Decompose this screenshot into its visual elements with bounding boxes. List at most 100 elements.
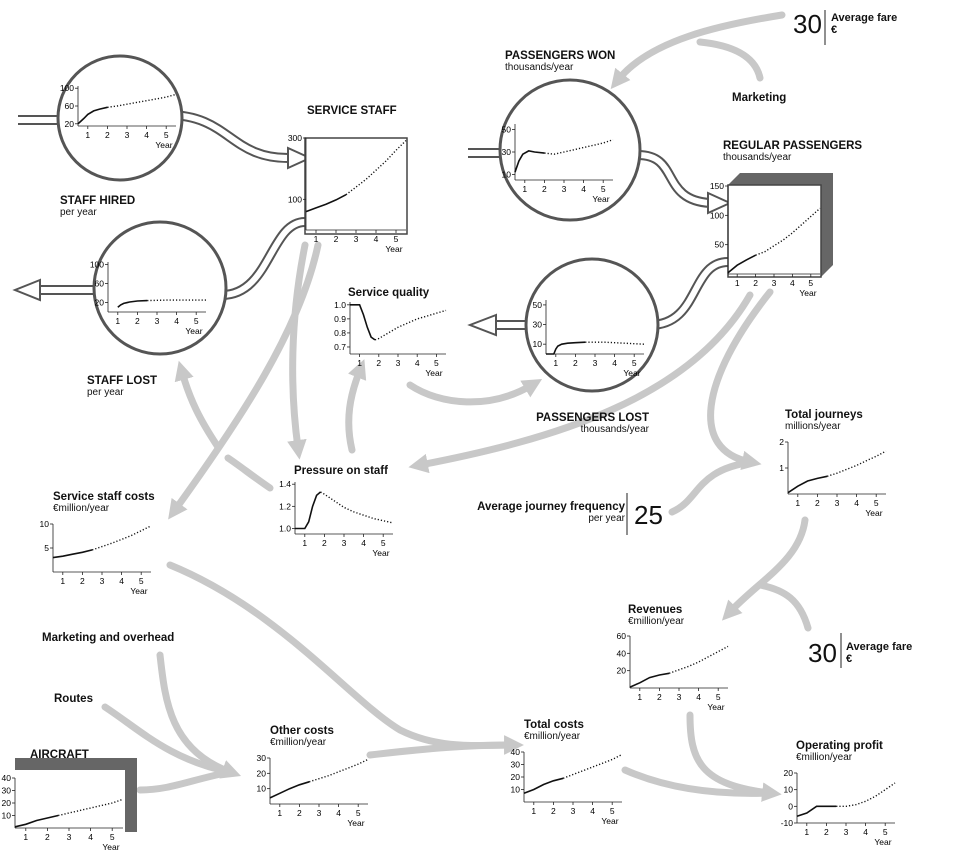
- series-line-projected: [836, 782, 896, 807]
- label-journey-frequency: Average journey frequency per year: [477, 501, 625, 524]
- arrow-journeys-to-revenues: [721, 516, 809, 621]
- y-tick-label: 60: [617, 631, 627, 641]
- value-average-fare-bottom: 30: [808, 638, 837, 668]
- x-axis-label: Year: [155, 140, 172, 150]
- series-line-actual: [796, 805, 837, 818]
- pipe-staff-out: [12, 217, 306, 302]
- x-tick-label: 1: [357, 358, 362, 368]
- x-tick-label: 2: [376, 358, 381, 368]
- series-line-actual: [727, 254, 756, 274]
- y-tick-label: 0.7: [334, 342, 346, 352]
- x-tick-label: 1: [804, 827, 809, 837]
- x-tick-label: 4: [863, 827, 868, 837]
- y-tick-label: 100: [288, 194, 302, 204]
- label-marketing: Marketing: [732, 92, 787, 104]
- label-staff-lost: STAFF LOST per year: [87, 375, 158, 398]
- y-tick-label: 20: [257, 768, 267, 778]
- x-tick-label: 1: [553, 358, 558, 368]
- arrow-marketing-to-passengers-won: [696, 38, 764, 82]
- arrow-aircraft-to-other: [136, 768, 234, 794]
- x-tick-label: 4: [119, 576, 124, 586]
- x-tick-label: 2: [573, 358, 578, 368]
- y-tick-label: 100: [710, 210, 724, 220]
- x-tick-label: 5: [194, 316, 199, 326]
- arrow-regular-to-journeys: [707, 288, 774, 471]
- x-axis-label: Year: [372, 548, 389, 558]
- x-tick-label: 3: [571, 806, 576, 816]
- label-service-quality: Service quality: [348, 287, 430, 299]
- arrow-pressure-to-staff-lost: [174, 360, 222, 451]
- arrow-revenues-to-profit: [686, 711, 782, 802]
- y-tick-label: 20: [511, 772, 521, 782]
- x-tick-label: 2: [322, 538, 327, 548]
- y-tick-label: 10: [502, 169, 512, 179]
- y-tick-label: 10: [784, 785, 794, 795]
- y-tick-label: 40: [511, 747, 521, 757]
- arrow-staff-costs-to-total: [166, 561, 524, 755]
- series-line-projected: [107, 93, 177, 108]
- x-tick-label: 4: [374, 234, 379, 244]
- x-tick-label: 3: [317, 808, 322, 818]
- x-tick-label: 4: [174, 316, 179, 326]
- series-line-actual: [514, 150, 545, 173]
- label-aircraft: AIRCRAFT: [30, 749, 89, 761]
- label-marketing-overhead: Marketing and overhead: [42, 632, 175, 644]
- series-line-actual: [52, 549, 93, 559]
- series-line-projected: [147, 299, 206, 302]
- y-tick-label: 0: [788, 801, 793, 811]
- x-tick-label: 5: [883, 827, 888, 837]
- x-tick-label: 4: [144, 130, 149, 140]
- y-tick-label: 10: [2, 811, 12, 821]
- x-tick-label: 2: [297, 808, 302, 818]
- x-tick-label: 3: [396, 358, 401, 368]
- arrow-staff-to-pressure: [287, 241, 309, 460]
- y-tick-label: 30: [533, 320, 543, 330]
- y-tick-label: 50: [533, 300, 543, 310]
- stock-service-staff: [304, 137, 408, 235]
- valve-staff-hired: [56, 54, 184, 182]
- y-tick-label: 30: [2, 786, 12, 796]
- y-tick-label: 1.0: [334, 300, 346, 310]
- x-tick-label: 5: [164, 130, 169, 140]
- series-line-projected: [544, 139, 614, 155]
- x-tick-label: 2: [815, 498, 820, 508]
- y-tick-label: 10: [40, 519, 50, 529]
- x-tick-label: 3: [844, 827, 849, 837]
- x-tick-label: 5: [632, 358, 637, 368]
- x-tick-label: 2: [753, 278, 758, 288]
- y-tick-label: 1.4: [279, 479, 291, 489]
- x-tick-label: 2: [135, 316, 140, 326]
- series-line-actual: [787, 475, 828, 494]
- x-tick-label: 3: [155, 316, 160, 326]
- y-tick-label: 1.2: [279, 501, 291, 511]
- series-line-projected: [668, 645, 729, 674]
- series-line-projected: [345, 140, 407, 196]
- series-line-projected: [91, 525, 152, 551]
- x-tick-label: 1: [795, 498, 800, 508]
- x-tick-label: 2: [45, 832, 50, 842]
- y-tick-label: 150: [710, 181, 724, 191]
- arrow-other-to-total: [366, 735, 524, 759]
- arrow-pressure-to-staff-costs-link: [224, 454, 274, 492]
- label-total-costs: Total costs €million/year: [524, 719, 584, 742]
- x-axis-label: Year: [707, 702, 724, 712]
- x-tick-label: 1: [531, 806, 536, 816]
- series-line-actual: [350, 304, 376, 341]
- valve-passengers-lost: [524, 257, 660, 393]
- label-operating-profit: Operating profit €million/year: [796, 740, 883, 763]
- series-line-actual: [117, 299, 148, 308]
- x-tick-label: 3: [67, 832, 72, 842]
- series-line-actual: [523, 777, 564, 795]
- x-axis-label: Year: [601, 816, 618, 826]
- x-tick-label: 1: [637, 692, 642, 702]
- y-tick-label: 30: [511, 760, 521, 770]
- x-tick-label: 4: [590, 806, 595, 816]
- x-tick-label: 2: [551, 806, 556, 816]
